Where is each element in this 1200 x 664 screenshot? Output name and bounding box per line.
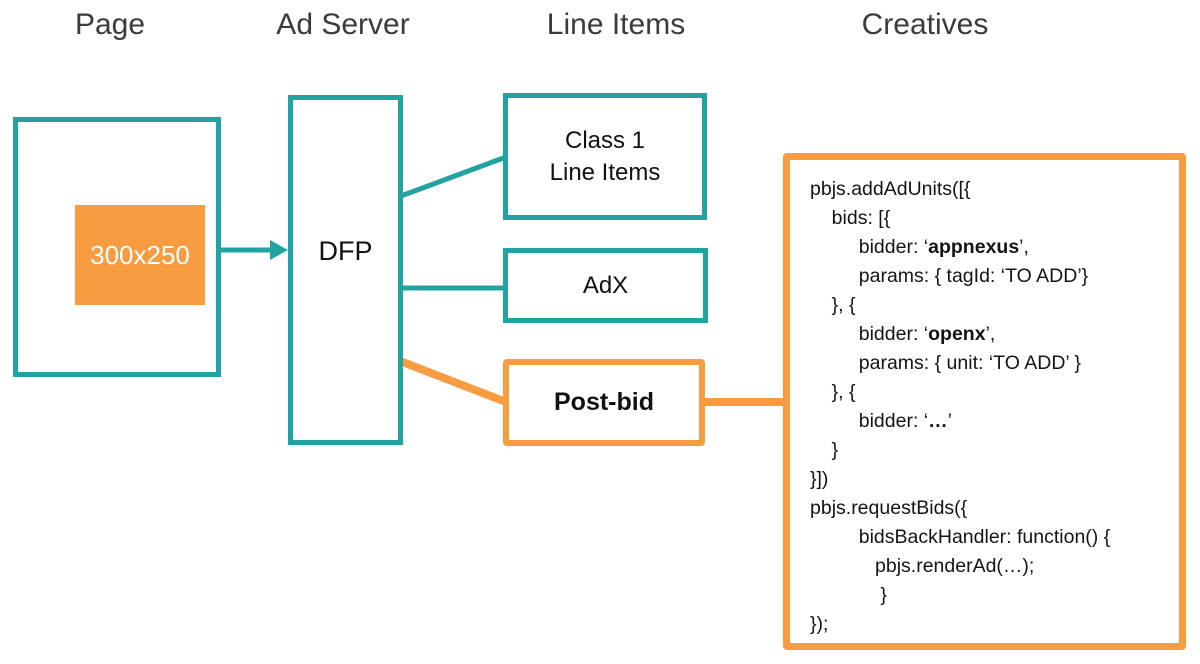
adx-label: AdX: [582, 271, 629, 299]
code-line: bidder: ‘…’: [810, 410, 952, 432]
connector-dfp-to-class1: [400, 154, 507, 199]
code-line: params: { unit: ‘TO ADD’ }: [810, 352, 1081, 374]
code-line: pbjs.renderAd(…);: [810, 555, 1035, 577]
class1-line-items-box: Class 1 Line Items: [503, 93, 707, 220]
code-line: pbjs.addAdUnits([{: [810, 178, 971, 200]
postbid-box: Post-bid: [503, 359, 705, 446]
code-line: });: [810, 613, 829, 635]
page-box: 300x250: [13, 117, 221, 377]
code-line: params: { tagId: ‘TO ADD’}: [810, 265, 1089, 287]
code-line: }, {: [810, 294, 856, 316]
adx-box: AdX: [503, 248, 708, 323]
arrow-adslot-to-dfp-head: [270, 240, 288, 260]
column-header-ad-server: Ad Server: [276, 8, 410, 41]
dfp-label: DFP: [318, 235, 373, 266]
class1-label-line1: Class 1: [564, 126, 646, 154]
dfp-box: DFP: [288, 95, 403, 445]
creatives-code-box: pbjs.addAdUnits([{ bids: [{ bidder: ‘app…: [783, 153, 1186, 650]
code-lines: pbjs.addAdUnits([{ bids: [{ bidder: ‘app…: [810, 175, 1171, 639]
column-header-line-items: Line Items: [546, 8, 686, 41]
code-line: }]): [810, 468, 829, 490]
code-line: bidder: ‘appnexus’,: [810, 236, 1029, 258]
code-line: bids: [{: [810, 207, 891, 229]
postbid-label: Post-bid: [554, 388, 654, 416]
column-header-creatives: Creatives: [861, 8, 989, 41]
class1-line-items-label: Class 1 Line Items: [550, 125, 661, 189]
code-line: }, {: [810, 381, 856, 403]
code-line: bidsBackHandler: function() {: [810, 526, 1111, 548]
connector-dfp-to-postbid: [398, 357, 508, 406]
code-line: bidder: ‘openx’,: [810, 323, 996, 345]
code-line: }: [810, 439, 839, 461]
code-line: pbjs.requestBids({: [810, 497, 968, 519]
code-line: }: [810, 584, 887, 606]
column-header-page: Page: [74, 8, 146, 41]
ad-slot-300x250: 300x250: [75, 205, 205, 305]
class1-label-line2: Line Items: [549, 158, 661, 186]
